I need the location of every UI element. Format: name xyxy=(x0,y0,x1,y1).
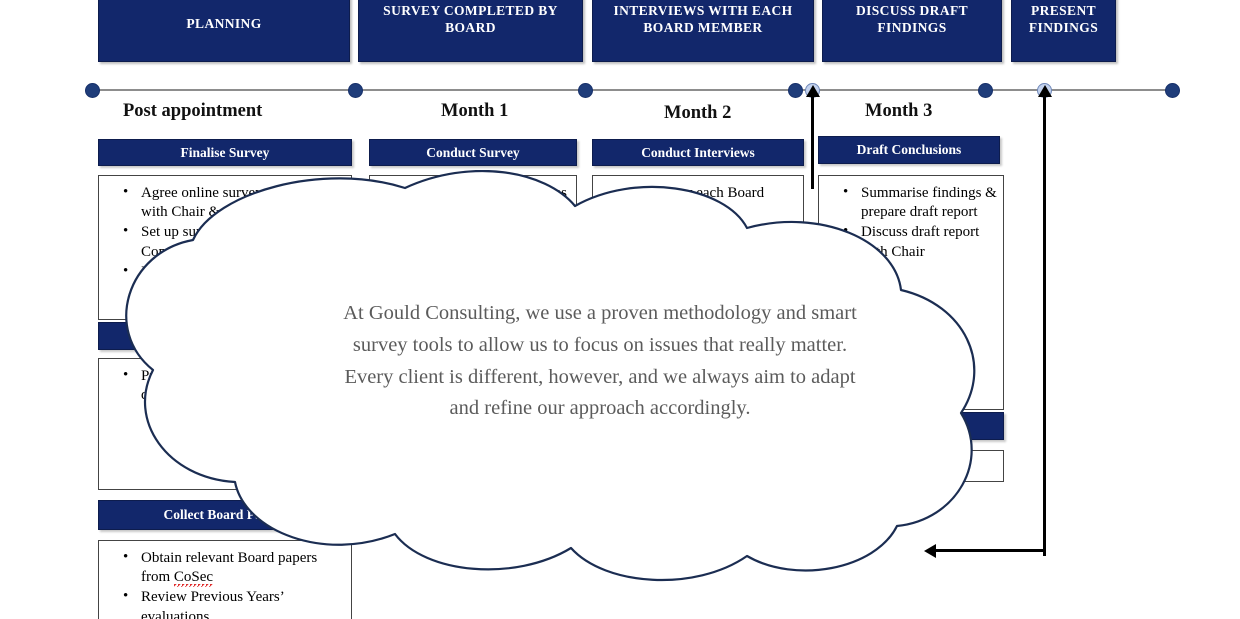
upward-arrow-discuss-draft xyxy=(811,96,814,189)
task-list: Summarise findings & prepare draft repor… xyxy=(825,183,997,262)
cloud-text-line: At Gould Consulting, we use a proven met… xyxy=(343,302,857,324)
section-header-draft-conclusions[interactable]: Draft Conclusions xyxy=(818,136,1000,164)
timeline-dot-dark xyxy=(788,83,803,98)
timeline-month-label: Month 3 xyxy=(865,101,933,121)
phase-banner-planning[interactable]: PLANNING xyxy=(98,0,350,62)
section-header-label: Conduct Survey xyxy=(426,144,520,160)
phase-banner-label: PRESENT FINDINGS xyxy=(1028,3,1099,35)
cloud-callout-text: At Gould Consulting, we use a proven met… xyxy=(275,298,925,425)
timeline-axis xyxy=(92,89,1174,91)
timeline-dot-dark xyxy=(85,83,100,98)
timeline-month-label: Month 1 xyxy=(441,101,509,121)
phase-banner-interviews[interactable]: INTERVIEWS WITH EACH BOARD MEMBER xyxy=(592,0,814,62)
timeline-dot-dark xyxy=(578,83,593,98)
upward-arrow-present-findings xyxy=(1043,96,1046,556)
task-card-collect-board-papers: Obtain relevant Board papers from CoSecR… xyxy=(98,540,352,619)
cloud-text-line: and refine our approach accordingly. xyxy=(449,397,751,420)
cloud-text-line: survey tools to allow us to focus on iss… xyxy=(352,333,848,356)
feedback-arrow-vertical xyxy=(1043,440,1046,549)
phase-banner-label: PLANNING xyxy=(186,15,262,31)
phase-banner-discuss-draft[interactable]: DISCUSS DRAFT FINDINGS xyxy=(822,0,1002,62)
section-header-conduct-survey[interactable]: Conduct Survey xyxy=(369,139,577,166)
cloud-callout: At Gould Consulting, we use a proven met… xyxy=(75,170,1000,590)
timeline-dot-dark xyxy=(348,83,363,98)
section-header-label: Finalise Survey xyxy=(180,144,270,160)
list-item: Obtain relevant Board papers from CoSec xyxy=(105,548,345,590)
task-list: Obtain relevant Board papers from CoSecR… xyxy=(105,548,345,619)
section-header-conduct-interviews[interactable]: Conduct Interviews xyxy=(592,139,804,166)
phase-banner-label: DISCUSS DRAFT FINDINGS xyxy=(855,3,969,35)
phase-banner-survey-completed[interactable]: SURVEY COMPLETED BY BOARD xyxy=(358,0,583,62)
section-header-finalise-survey[interactable]: Finalise Survey xyxy=(98,139,352,166)
list-item: Review Previous Years’ evaluations xyxy=(105,587,345,619)
section-header-label: Conduct Interviews xyxy=(641,144,755,160)
timeline-dot-dark xyxy=(978,83,993,98)
section-header-label: Draft Conclusions xyxy=(856,142,962,157)
phase-banner-label: INTERVIEWS WITH EACH BOARD MEMBER xyxy=(613,3,793,35)
cloud-shape-icon xyxy=(125,170,976,582)
phase-banner-present-findings[interactable]: PRESENT FINDINGS xyxy=(1011,0,1116,62)
feedback-arrow-horizontal xyxy=(935,549,1046,552)
cloud-text-line: Every client is different, however, and … xyxy=(344,365,856,388)
list-item: Summarise findings & prepare draft repor… xyxy=(825,183,997,222)
timeline-dot-dark xyxy=(1165,83,1180,98)
spellcheck-word: CoSec xyxy=(173,569,214,590)
timeline-month-label: Post appointment xyxy=(123,101,263,121)
timeline-month-label: Month 2 xyxy=(664,103,732,123)
phase-banner-label: SURVEY COMPLETED BY BOARD xyxy=(383,3,558,35)
